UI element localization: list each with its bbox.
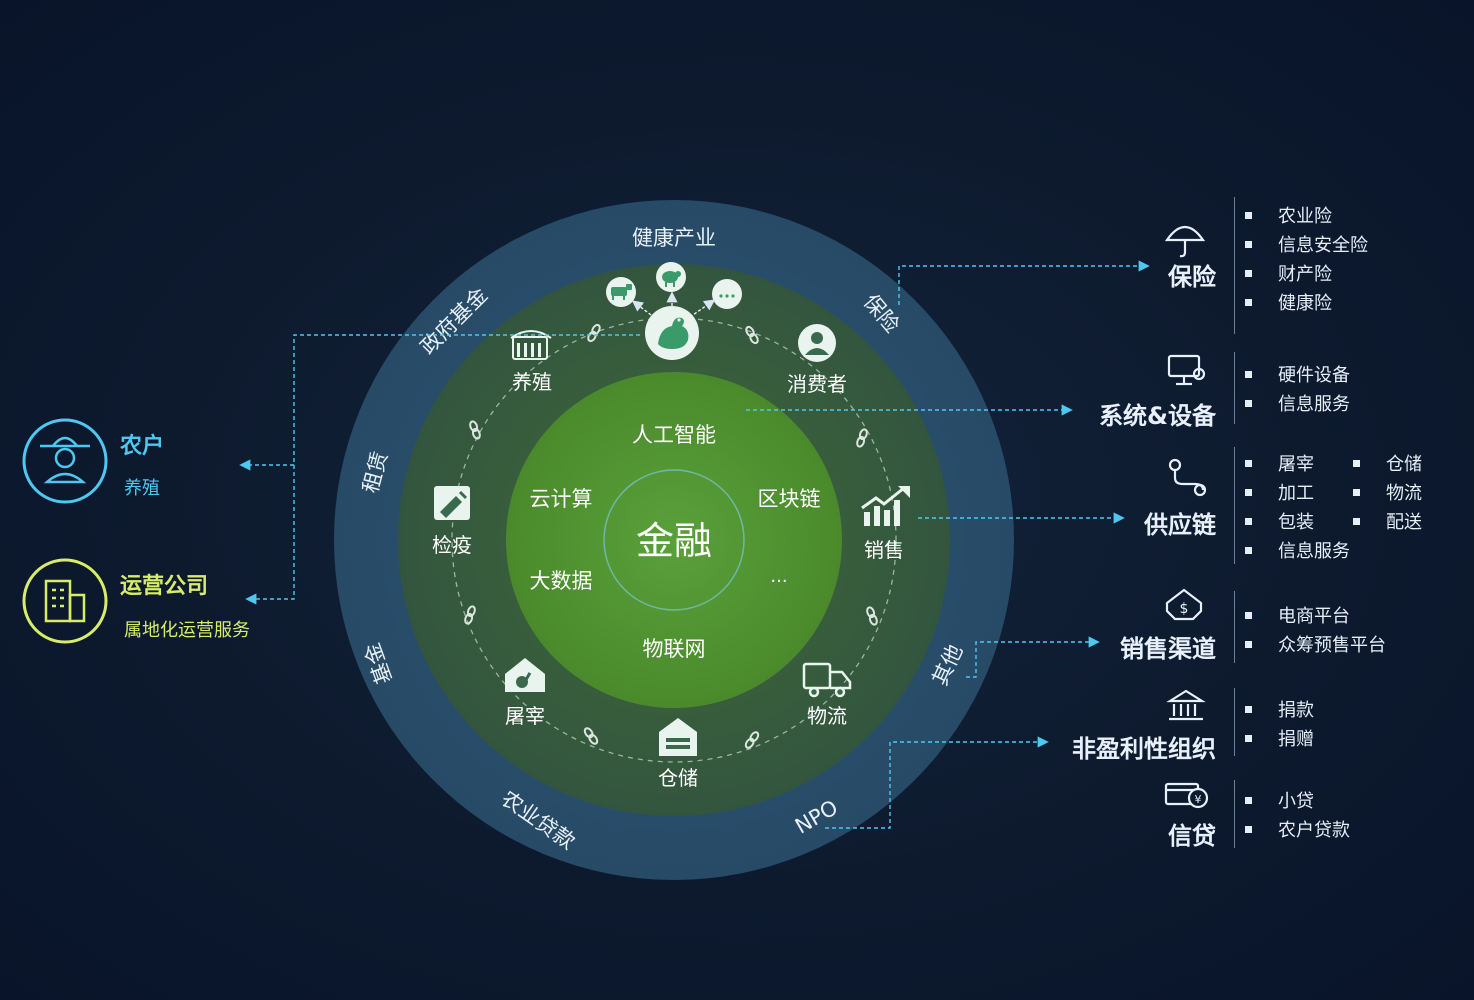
credit-separator bbox=[1234, 780, 1235, 848]
link-icon bbox=[866, 606, 878, 626]
node-storage: 仓储 bbox=[658, 766, 698, 790]
insurance-item: 健康险 bbox=[1245, 289, 1332, 315]
umbrella-icon bbox=[1164, 225, 1206, 258]
npo-item: 捐赠 bbox=[1245, 725, 1314, 751]
system-title: 系统&设备 bbox=[1099, 402, 1216, 430]
link-icon bbox=[583, 727, 599, 745]
link-icon bbox=[744, 731, 760, 749]
storage-icon bbox=[659, 718, 697, 756]
core-label: 金融 bbox=[636, 519, 712, 563]
sheep-icon bbox=[656, 262, 686, 292]
slaughter-icon bbox=[505, 658, 545, 692]
core-ring bbox=[603, 469, 745, 611]
link-icon bbox=[469, 420, 481, 440]
tech-blockchain: 区块链 bbox=[758, 487, 821, 511]
insurance-item: 信息安全险 bbox=[1245, 231, 1368, 257]
connector-channel bbox=[966, 636, 1100, 678]
insurance-separator bbox=[1234, 197, 1235, 334]
bank-icon bbox=[1166, 689, 1206, 721]
card-yen-icon: ¥ bbox=[1164, 782, 1209, 809]
node-breeding: 养殖 bbox=[512, 370, 552, 394]
insurance-item: 农业险 bbox=[1245, 202, 1332, 228]
supply-item: 信息服务 bbox=[1245, 537, 1350, 563]
channel-item: 众筹预售平台 bbox=[1245, 631, 1386, 657]
tech-iot: 物联网 bbox=[643, 637, 706, 661]
npo-item: 捐款 bbox=[1245, 696, 1314, 722]
svg-text:$: $ bbox=[1180, 601, 1189, 617]
tech-ai: 人工智能 bbox=[632, 423, 716, 447]
inner-circle bbox=[506, 372, 842, 708]
link-icon bbox=[856, 428, 868, 448]
tech-cloud: 云计算 bbox=[530, 487, 593, 511]
node-logistics: 物流 bbox=[807, 704, 847, 728]
operator-title: 运营公司 bbox=[120, 574, 209, 599]
cow-icon bbox=[606, 277, 636, 307]
channel-title: 销售渠道 bbox=[1120, 635, 1216, 663]
farmer-icon bbox=[22, 418, 108, 504]
insurance-item: 财产险 bbox=[1245, 260, 1332, 286]
npo-title: 非盈利性组织 bbox=[1072, 735, 1216, 763]
chain-ring bbox=[451, 317, 897, 763]
credit-item: 小贷 bbox=[1245, 787, 1314, 813]
breeding-icon bbox=[510, 330, 552, 360]
supply-separator bbox=[1234, 447, 1235, 564]
sales-icon bbox=[861, 486, 910, 526]
node-sales: 销售 bbox=[864, 538, 904, 562]
label-health-industry: 健康产业 bbox=[632, 226, 716, 250]
tech-more: ... bbox=[770, 566, 787, 587]
consumer-icon bbox=[798, 324, 836, 362]
system-item: 信息服务 bbox=[1245, 390, 1350, 416]
connector-npo bbox=[825, 736, 1049, 829]
tech-bigdata: 大数据 bbox=[530, 569, 593, 593]
node-quarantine: 检疫 bbox=[432, 533, 472, 557]
node-slaughter: 屠宰 bbox=[505, 704, 545, 728]
building-icon bbox=[22, 558, 108, 644]
system-separator bbox=[1234, 352, 1235, 424]
logistics-icon bbox=[802, 662, 852, 698]
link-icon bbox=[745, 325, 759, 345]
route-icon bbox=[1168, 458, 1207, 497]
more-icon bbox=[712, 279, 742, 309]
channel-item: 电商平台 bbox=[1245, 602, 1350, 628]
connector-insurance bbox=[898, 260, 1150, 305]
house-dollar-icon: $ bbox=[1165, 588, 1203, 621]
farmer-title: 农户 bbox=[120, 434, 165, 459]
supply-item: 加工 bbox=[1245, 479, 1314, 505]
computer-gear-icon bbox=[1167, 354, 1206, 386]
supply-item: 仓储 bbox=[1353, 450, 1422, 476]
node-consumer: 消费者 bbox=[787, 372, 847, 396]
supply-title: 供应链 bbox=[1144, 511, 1216, 539]
system-item: 硬件设备 bbox=[1245, 361, 1350, 387]
supply-item: 物流 bbox=[1353, 479, 1422, 505]
supply-item: 屠宰 bbox=[1245, 450, 1314, 476]
supply-item: 配送 bbox=[1353, 508, 1422, 534]
supply-item: 包装 bbox=[1245, 508, 1314, 534]
link-icon bbox=[464, 605, 476, 625]
connector-operator bbox=[245, 465, 295, 605]
credit-title: 信贷 bbox=[1168, 822, 1216, 850]
svg-text:¥: ¥ bbox=[1195, 793, 1202, 806]
npo-separator bbox=[1234, 688, 1235, 756]
chicken-icon bbox=[645, 306, 699, 360]
quarantine-icon bbox=[434, 486, 470, 520]
farmer-sub: 养殖 bbox=[124, 478, 160, 499]
channel-separator bbox=[1234, 591, 1235, 663]
operator-sub: 属地化运营服务 bbox=[124, 620, 250, 641]
insurance-title: 保险 bbox=[1168, 263, 1216, 291]
credit-item: 农户贷款 bbox=[1245, 816, 1350, 842]
